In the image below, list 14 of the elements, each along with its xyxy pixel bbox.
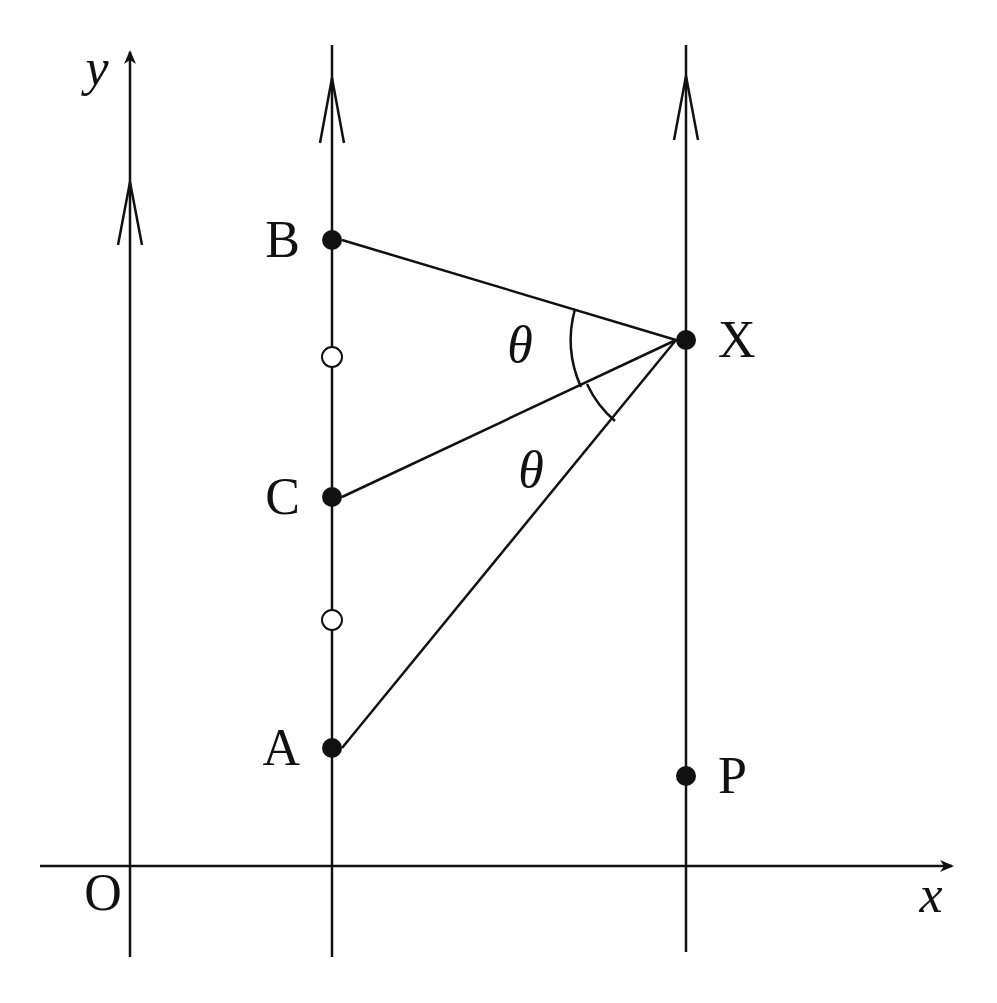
point-label: B (265, 214, 300, 266)
origin-label: O (84, 867, 122, 919)
axis-label: x (919, 869, 943, 921)
line-segment (341, 238, 677, 342)
open-circle-point (321, 346, 343, 368)
point-label: C (265, 471, 300, 523)
angle-label: θ (518, 444, 544, 496)
line-segment (341, 339, 677, 749)
point-label: X (718, 314, 756, 366)
open-circle-point (321, 609, 343, 631)
point-label: P (718, 750, 747, 802)
point-label: A (262, 722, 300, 774)
angle-label: θ (507, 319, 533, 371)
line-segment (341, 338, 677, 499)
